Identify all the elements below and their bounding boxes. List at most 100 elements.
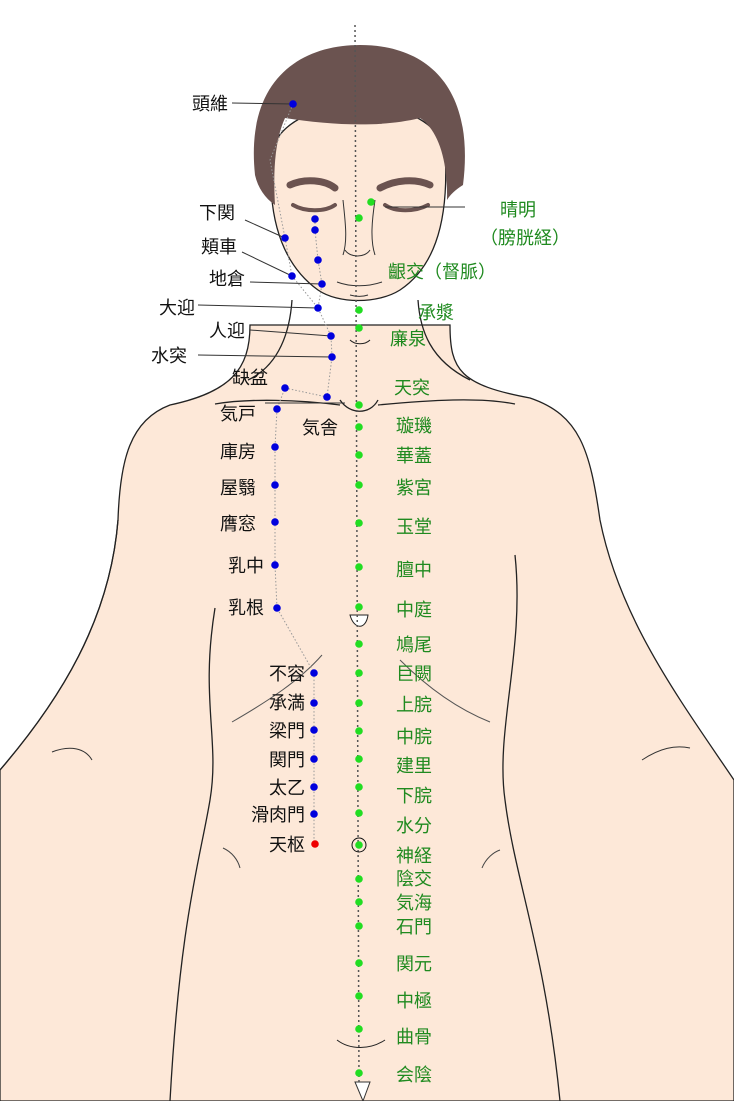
conception-point-label: 膻中 (396, 560, 432, 581)
stomach-point-label: 膺窓 (220, 514, 256, 535)
conception-point-label: 巨闕 (396, 664, 432, 685)
conception-point-label: 天突 (394, 378, 430, 399)
conception-point-label: 璇璣 (396, 416, 432, 437)
stomach-point-label: 不容 (269, 664, 305, 685)
stomach-point-label: 屋翳 (220, 478, 256, 499)
stomach-acupoint (271, 518, 279, 526)
leader-line (197, 304, 319, 309)
conception-acupoint (355, 959, 363, 967)
conception-point-label: 晴明 (500, 200, 536, 221)
conception-point-label: 会陰 (396, 1065, 432, 1086)
stomach-point-label: 水突 (151, 346, 187, 367)
right-elbow-line (641, 746, 691, 761)
conception-acupoint (355, 519, 363, 527)
conception-point-label: 水分 (396, 816, 432, 837)
hair (253, 45, 465, 205)
leader-line (197, 354, 333, 358)
conception-point-label: 中庭 (396, 600, 432, 621)
left-hip-line (222, 847, 241, 869)
conception-point-label: 気海 (396, 893, 432, 914)
leader-line (231, 102, 294, 105)
torso (0, 324, 734, 1101)
stomach-acupoint (271, 443, 279, 451)
conception-acupoint (355, 755, 363, 763)
conception-acupoint (355, 875, 363, 883)
leader-line (244, 219, 286, 239)
stomach-acupoint (311, 215, 319, 223)
stomach-acupoint (314, 304, 322, 312)
conception-acupoint (355, 1069, 363, 1077)
stomach-acupoint (310, 669, 318, 677)
stomach-acupoint (273, 604, 281, 612)
stomach-acupoint (310, 699, 318, 707)
tianshu-acupoint (311, 840, 319, 848)
conception-acupoint (355, 922, 363, 930)
xiphoid-marker (349, 614, 369, 627)
leader-line (241, 251, 293, 277)
conception-point-label: 鳩尾 (396, 635, 432, 656)
stomach-point-label: 大迎 (159, 298, 195, 319)
right-torso-side (502, 554, 561, 1101)
stomach-point-label: 地倉 (209, 269, 245, 290)
leader-line (249, 329, 332, 337)
stomach-acupoint (310, 783, 318, 791)
stomach-point-label: 気戸 (220, 404, 256, 425)
mouth (336, 281, 383, 297)
stomach-point-label: 天枢 (269, 835, 305, 856)
conception-acupoint (355, 451, 363, 459)
stomach-acupoint (281, 384, 289, 392)
conception-point-label: 上脘 (396, 695, 432, 716)
stomach-point-label: 滑肉門 (251, 805, 305, 826)
neck (247, 299, 471, 381)
conception-point-label: 承漿 (418, 303, 454, 324)
stomach-point-label: 人迎 (209, 321, 245, 342)
stomach-point-label: 承満 (269, 693, 305, 714)
stomach-acupoint (310, 755, 318, 763)
conception-acupoint (355, 699, 363, 707)
conception-point-label: 神経 (396, 846, 432, 867)
stomach-acupoint (311, 226, 319, 234)
conception-acupoint (355, 603, 363, 611)
conception-acupoint (355, 401, 363, 409)
stomach-point-label: 気舎 (302, 418, 338, 439)
right-rib-line (399, 659, 491, 723)
stomach-acupoint (271, 561, 279, 569)
conception-acupoint (355, 809, 363, 817)
conception-point-label: 関元 (396, 954, 432, 975)
conception-acupoint (355, 783, 363, 791)
left-arm-outline (0, 519, 119, 771)
midline-meridian (354, 24, 360, 1086)
right-hip-line (481, 849, 501, 869)
conception-point-label: 玉堂 (396, 517, 432, 538)
stomach-point-label: 梁門 (269, 721, 305, 742)
nose (342, 199, 376, 257)
stomach-point-label: 頬車 (201, 237, 237, 258)
conception-point-label: 下脘 (396, 786, 432, 807)
conception-acupoint (355, 898, 363, 906)
conception-point-label: 紫宮 (396, 478, 432, 499)
stomach-acupoint (289, 100, 297, 108)
conception-acupoint (355, 992, 363, 1000)
left-torso-side (169, 607, 216, 1101)
stomach-acupoint (314, 256, 322, 264)
stomach-acupoint (310, 810, 318, 818)
stomach-point-label: 庫房 (220, 442, 256, 463)
conception-point-label: 華蓋 (396, 446, 432, 467)
adams-apple (349, 339, 371, 345)
stomach-point-label: 乳根 (228, 598, 264, 619)
left-elbow-line (51, 747, 93, 761)
conception-point-label: 建里 (396, 756, 432, 777)
stomach-point-label: 乳中 (228, 556, 264, 577)
conception-acupoint (355, 563, 363, 571)
stomach-point-label: 缺盆 (232, 368, 268, 389)
conception-acupoint (355, 324, 363, 332)
stomach-acupoint (323, 393, 331, 401)
stomach-acupoint (288, 272, 296, 280)
stomach-acupoint (281, 234, 289, 242)
navel-circle (351, 837, 367, 853)
conception-point-label: 中極 (396, 991, 432, 1012)
conception-point-label: 曲骨 (396, 1027, 432, 1048)
stomach-acupoint (273, 405, 281, 413)
